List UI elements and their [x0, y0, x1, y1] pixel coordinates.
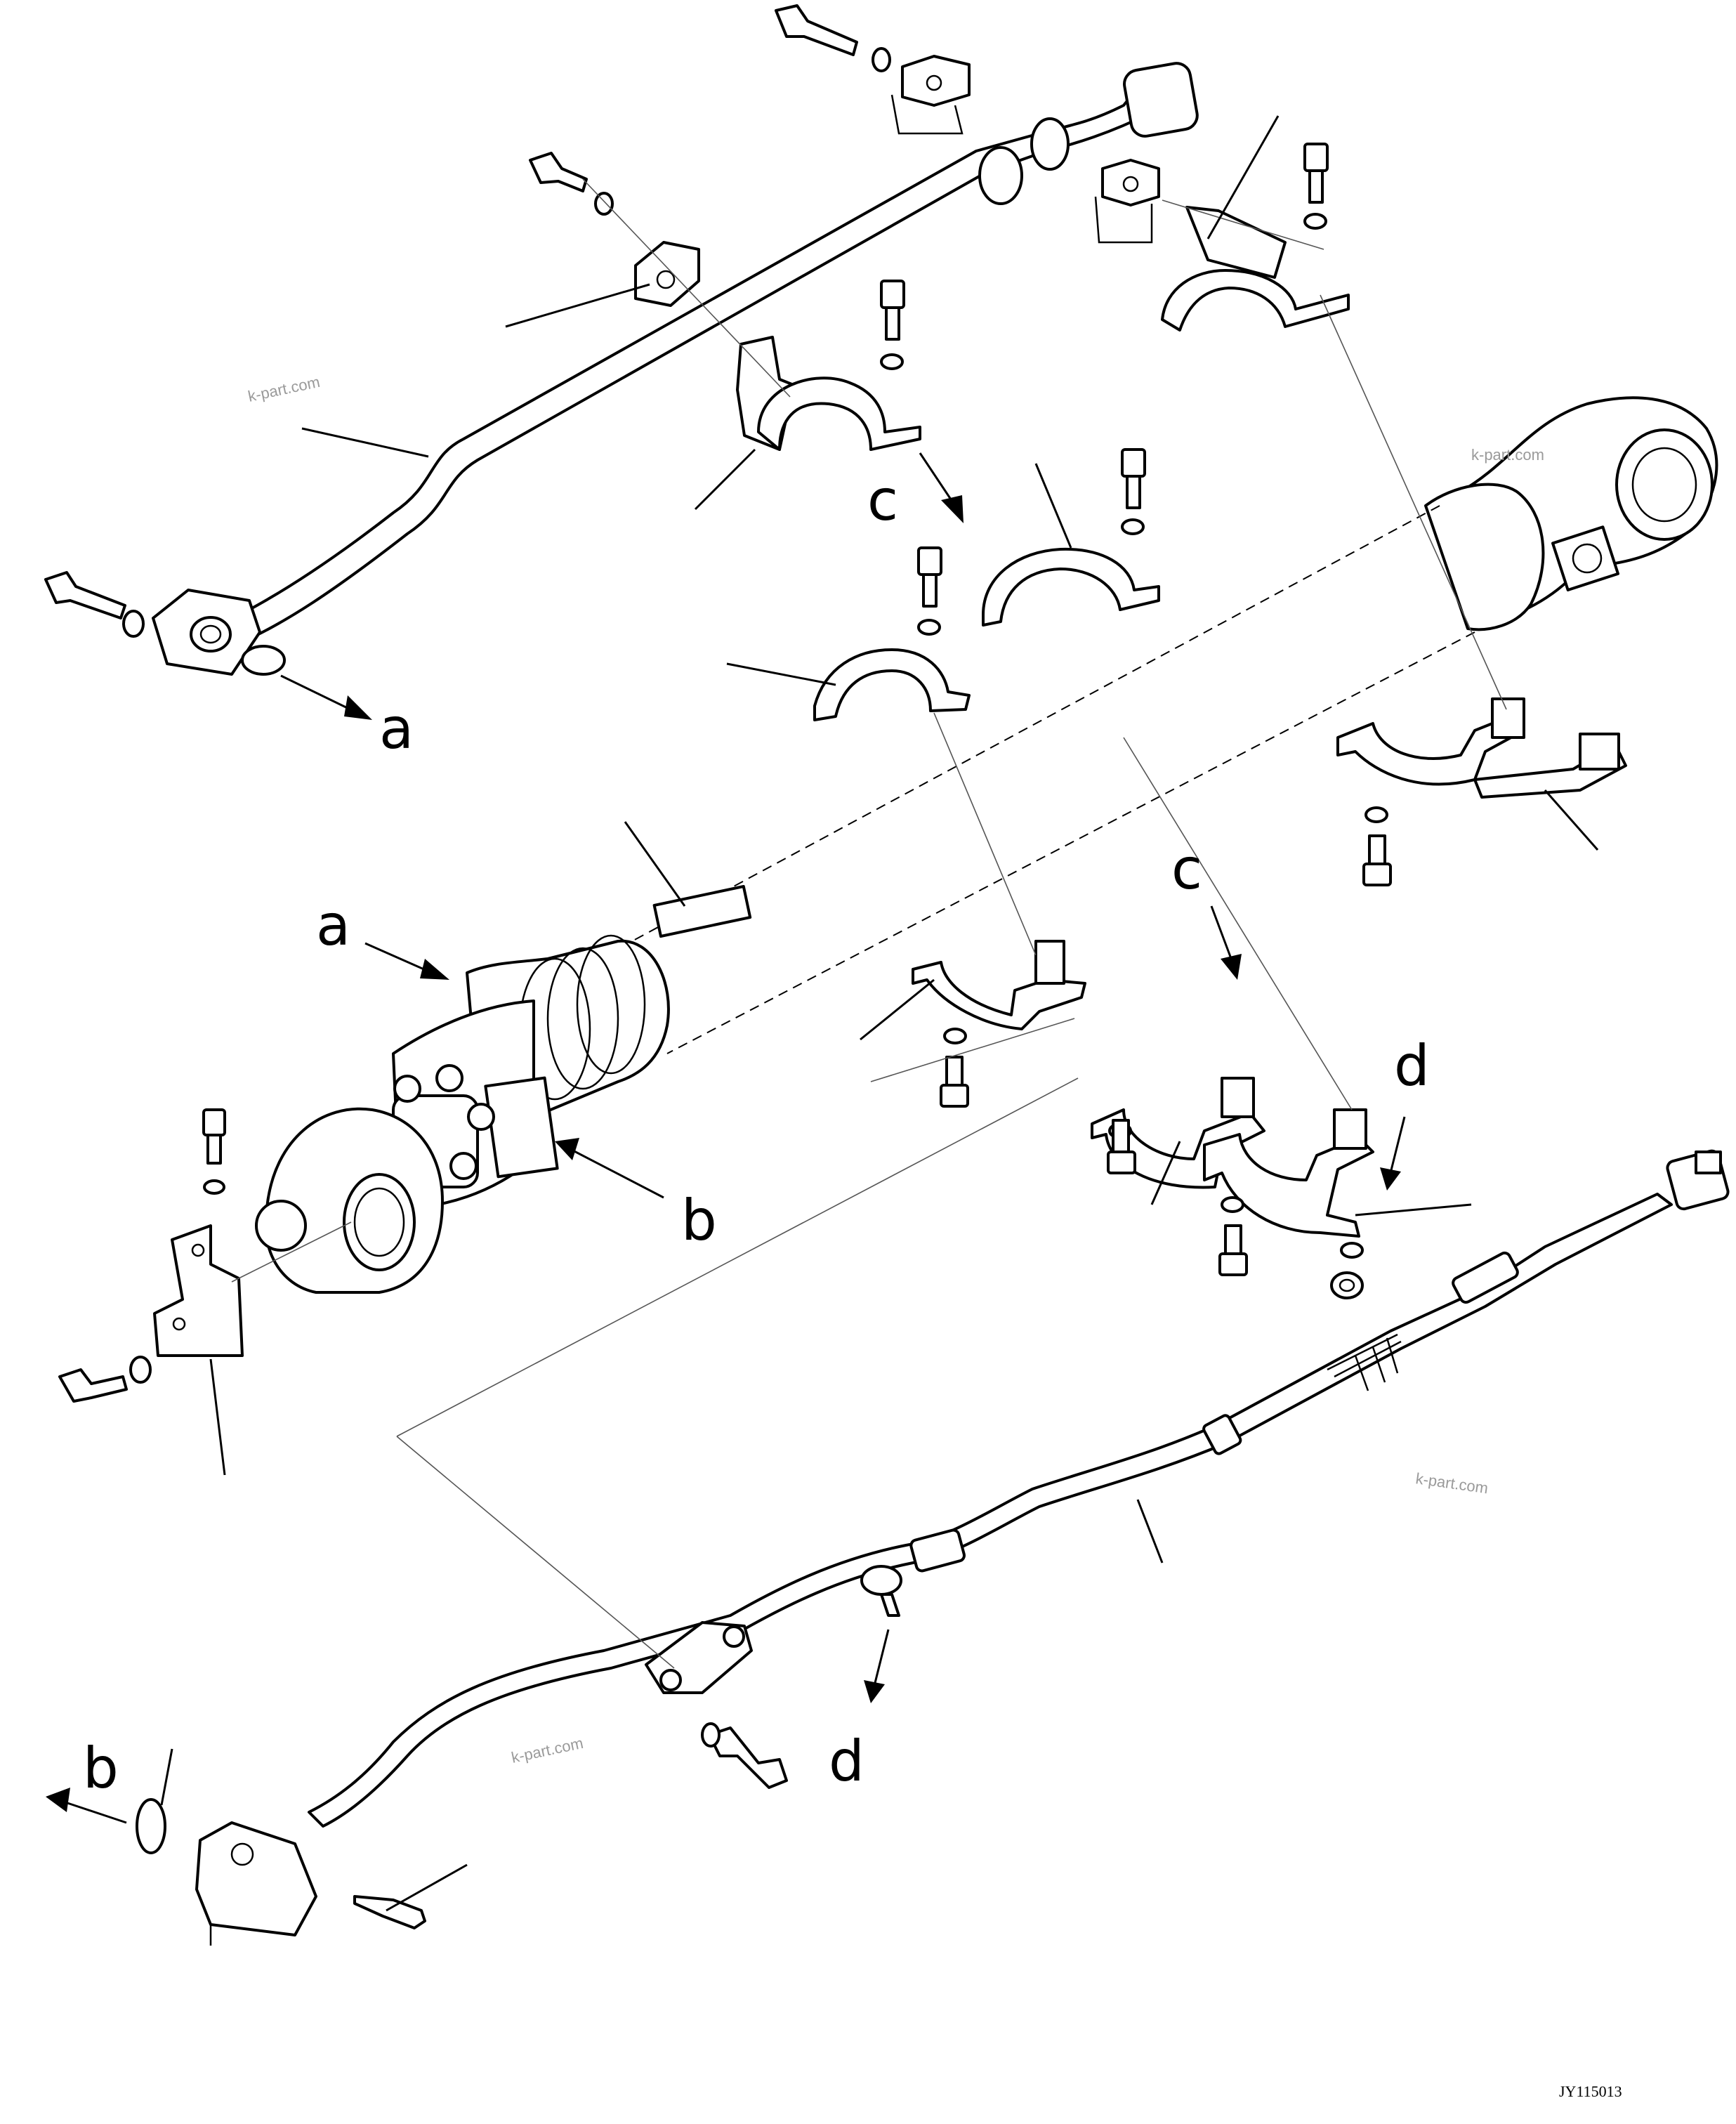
clamp — [912, 940, 1086, 1030]
bolt — [708, 1726, 788, 1789]
washer — [122, 610, 145, 638]
bolt — [1362, 834, 1392, 886]
tube-clamp-block — [634, 241, 700, 307]
clamp — [813, 648, 971, 721]
washer — [872, 47, 891, 72]
watermark: k-part.com — [510, 1734, 585, 1766]
nut — [1330, 1271, 1364, 1299]
o-ring — [241, 645, 286, 676]
arrow — [1210, 905, 1242, 980]
bolt — [58, 1368, 128, 1403]
arrow — [919, 452, 964, 523]
watermark: k-part.com — [246, 373, 322, 405]
tube-clamp-block — [1094, 159, 1160, 244]
washer — [1303, 213, 1327, 230]
bolt — [775, 4, 858, 56]
washer — [129, 1356, 152, 1384]
bolt — [353, 1895, 426, 1929]
bolt — [202, 1108, 226, 1165]
bolt — [1107, 1119, 1136, 1174]
label-b-bottom: b — [83, 1736, 119, 1801]
arrow — [46, 1788, 127, 1824]
bolt — [880, 280, 905, 341]
label-a-top: a — [379, 696, 414, 761]
cable-clip — [645, 1621, 753, 1694]
washer — [880, 353, 904, 370]
clamp — [1161, 206, 1350, 332]
washer — [917, 619, 941, 636]
washer — [594, 192, 614, 216]
washer — [1221, 1196, 1244, 1213]
hydraulic-tube — [209, 62, 1199, 651]
label-c-upper: c — [867, 468, 898, 533]
arrow — [280, 674, 372, 720]
bolt — [529, 152, 588, 192]
washer — [701, 1722, 721, 1748]
o-ring — [136, 1798, 166, 1854]
bolt — [1303, 143, 1329, 204]
arrow — [555, 1138, 664, 1199]
watermark: k-part.com — [1471, 446, 1544, 464]
sensor-cable — [308, 1193, 1673, 1828]
bolt — [1218, 1224, 1248, 1276]
watermark: k-part.com — [1414, 1469, 1489, 1497]
label-d-right: d — [1394, 1033, 1430, 1099]
hydraulic-cylinder — [255, 884, 752, 1294]
arrow — [864, 1629, 890, 1703]
clamp — [982, 547, 1160, 627]
bolt — [917, 546, 942, 608]
arrow — [364, 942, 449, 980]
cylinder-tube — [1424, 483, 1545, 631]
bolt — [1121, 448, 1146, 509]
bracket — [153, 1224, 244, 1357]
label-d-bottom: d — [829, 1729, 864, 1794]
arrow — [1380, 1116, 1406, 1191]
drawing-code: JY115013 — [1559, 2083, 1622, 2100]
washer — [1340, 1242, 1364, 1259]
sensor-head — [195, 1821, 317, 1946]
clamp — [736, 336, 921, 451]
cable-sleeve — [909, 1251, 1519, 1573]
washer — [1365, 806, 1388, 823]
clamp — [1336, 697, 1627, 799]
connector — [1666, 1149, 1730, 1211]
tube-clamp-block — [890, 55, 971, 135]
label-b-cylinder: b — [681, 1188, 717, 1253]
washer — [943, 1028, 967, 1044]
washer — [1121, 518, 1145, 535]
bolt — [940, 1056, 969, 1108]
flange-block — [152, 589, 261, 676]
label-c-lower: c — [1171, 837, 1202, 902]
washer — [203, 1179, 225, 1195]
label-a-cylinder: a — [316, 893, 350, 958]
cable-clamp-ring — [860, 1565, 902, 1617]
bolt — [44, 571, 126, 620]
